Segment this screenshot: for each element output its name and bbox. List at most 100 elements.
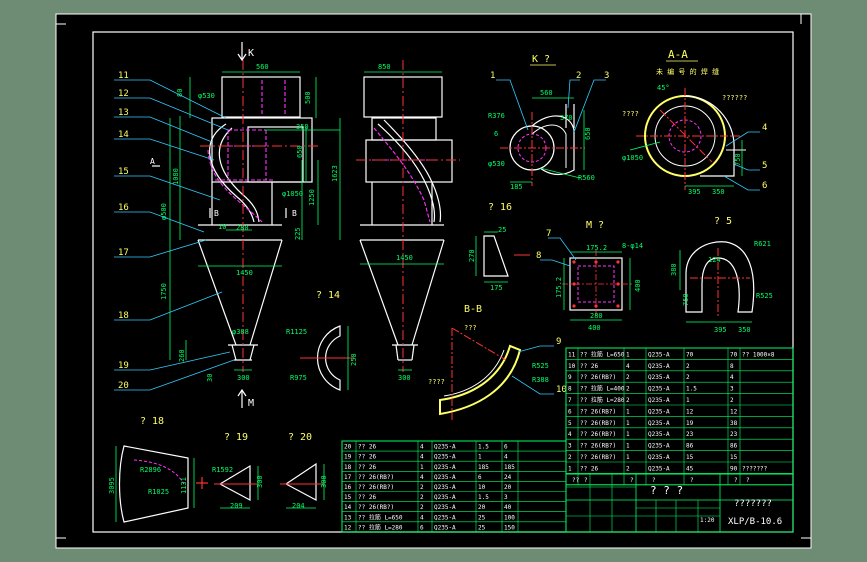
bom-right-cell: ?? 1000×8	[742, 351, 775, 358]
part-label-15: 15	[118, 167, 129, 177]
dim-m-280: 280	[590, 312, 603, 320]
view-arrow-k: K	[248, 48, 254, 59]
bom-left-cell: 185	[504, 464, 515, 471]
bb-title: B-B	[464, 304, 482, 315]
bom-left-cell: ?? 26	[358, 454, 376, 461]
bom-left-cell: 6	[504, 444, 508, 451]
bom-right-cell: 70	[730, 351, 738, 358]
part-label-19: 19	[118, 361, 129, 371]
bom-right-header-cell: ?	[652, 477, 656, 484]
bom-right-cell: 70	[686, 351, 694, 358]
bom-right-cell: 4	[568, 431, 572, 438]
bom-right-cell: 12	[730, 408, 738, 415]
dim-14-r1125: R1125	[286, 328, 307, 336]
bom-right-cell: 1.5	[686, 386, 697, 393]
bom-right-header-cell: ?	[734, 477, 738, 484]
m-part-numbers: 78	[536, 229, 551, 261]
bom-left-cell: 3	[504, 494, 508, 501]
dim-side-300: 300	[398, 374, 411, 382]
part-label-14: 14	[118, 130, 129, 140]
bom-right-cell: 10	[568, 363, 576, 370]
detail-19-title: ? 19	[224, 432, 248, 443]
bom-right-cell: ?? 拉筋 L=280	[580, 396, 625, 404]
aa-weld-note: ??????	[722, 94, 747, 102]
dim-front-30: 30	[206, 374, 214, 382]
dim-m-175v: 175.2	[555, 277, 563, 298]
detail-20-title: ? 20	[288, 432, 312, 443]
bom-right-cell: Q235-A	[648, 374, 670, 381]
dim-front-650: 650	[296, 145, 304, 158]
bom-left-cell: 25	[478, 524, 486, 531]
bom-left-cell: ?? 26	[358, 444, 376, 451]
dim-5-124: 124	[708, 256, 721, 264]
bom-left-cell: 4	[420, 444, 424, 451]
bom-left-cell: 17	[344, 474, 352, 481]
bom-left-cell: Q235-A	[434, 524, 456, 531]
bom-right-cell: ?? 26(RB?)	[580, 408, 616, 415]
dim-20-300: 300	[320, 475, 328, 488]
detail-18: ? 18 R2896 R1025 3095 1131	[108, 416, 195, 523]
dim-5-380: 380	[670, 263, 678, 276]
bom-right-cell: 4	[626, 363, 630, 370]
bom-right-cell: 15	[686, 454, 694, 461]
bom-right-header-cell: ?	[584, 477, 588, 484]
dim-front-280: 280	[236, 224, 249, 232]
bom-right-cell: 15	[730, 454, 738, 461]
bom-left-cell: 20	[504, 484, 512, 491]
dim-18-r2896: R2896	[140, 466, 161, 474]
section-aa: A-A 未 编 号 的 焊 缝 φ1050 395 350 750 45° ??…	[622, 48, 767, 196]
bom-right-cell: 3	[568, 443, 572, 450]
bom-left-cell: ?? 拉筋 L=650	[358, 513, 403, 521]
aa-part-numbers: 456	[762, 123, 767, 191]
bom-left-cell: 24	[504, 474, 512, 481]
dim-front-10: 10	[218, 223, 226, 231]
dim-front-1250: 1250	[308, 189, 316, 206]
dim-aa-350: 350	[712, 188, 725, 196]
bom-left-cell: 1.5	[478, 444, 489, 451]
part-label-13: 13	[118, 108, 129, 118]
dim-m-400v: 400	[634, 279, 642, 292]
bom-right-cell: Q235-A	[648, 397, 670, 404]
aa-q-note: ????	[622, 110, 639, 118]
dim-m-8phi14: 8-φ14	[622, 242, 643, 250]
bb-part-numbers: 910	[556, 337, 567, 395]
dim-16-175: 175	[490, 284, 503, 292]
detail-5-title: ? 5	[714, 216, 732, 227]
dim-19-209: 209	[230, 502, 243, 510]
dim-front-350: 350	[296, 123, 309, 131]
bom-right-cell: Q235-A	[648, 431, 670, 438]
bom-left-cell: 2	[420, 504, 424, 511]
bom-right-cell: ?? 26(RB?)	[580, 420, 616, 427]
bom-left-cell: 40	[504, 504, 512, 511]
bom-left-cell: 4	[504, 454, 508, 461]
dim-aa-395: 395	[688, 188, 701, 196]
bom-left-cell: 25	[478, 514, 486, 521]
front-leaders	[114, 79, 235, 391]
side-view: 850 1450 300	[356, 60, 460, 382]
bom-left-cell: 4	[420, 454, 424, 461]
title-company: ???????	[734, 499, 772, 509]
bom-left-cell: 12	[344, 524, 352, 531]
bom-right-cell: ?? 26	[580, 465, 598, 472]
corner-ticks	[56, 14, 811, 539]
bb-note: ???	[464, 324, 477, 332]
title-drawing-name: ? ? ?	[650, 484, 683, 497]
bom-left-cell: 20	[478, 504, 486, 511]
dim-front-4500: φ500	[160, 203, 168, 220]
dim-20-204: 204	[292, 502, 305, 510]
dim-front-1623: 1623	[331, 165, 339, 182]
dim-k-185: 185	[510, 183, 523, 191]
bom-right-cell: ?? 26(RB?)	[580, 443, 616, 450]
dim-front-300: 300	[237, 374, 250, 382]
front-view: 560 φ530 80 500 350 650 φ1050 1250 1623 …	[150, 42, 341, 409]
bb-rq: ????	[428, 378, 445, 386]
dim-k-6: 6	[494, 130, 498, 138]
bom-right-cell: ?? 26(RB?)	[580, 454, 616, 461]
dim-k-560: 560	[540, 89, 553, 97]
bom-right-header-cell: ?	[630, 477, 634, 484]
bom-left-cell: 16	[344, 484, 352, 491]
bom-right-cell: ?? 拉筋 L=400	[580, 385, 625, 393]
dim-k-370: 370	[560, 114, 573, 122]
detail-5: ? 5 R621 124 380 750 R525 395 350	[670, 216, 773, 334]
